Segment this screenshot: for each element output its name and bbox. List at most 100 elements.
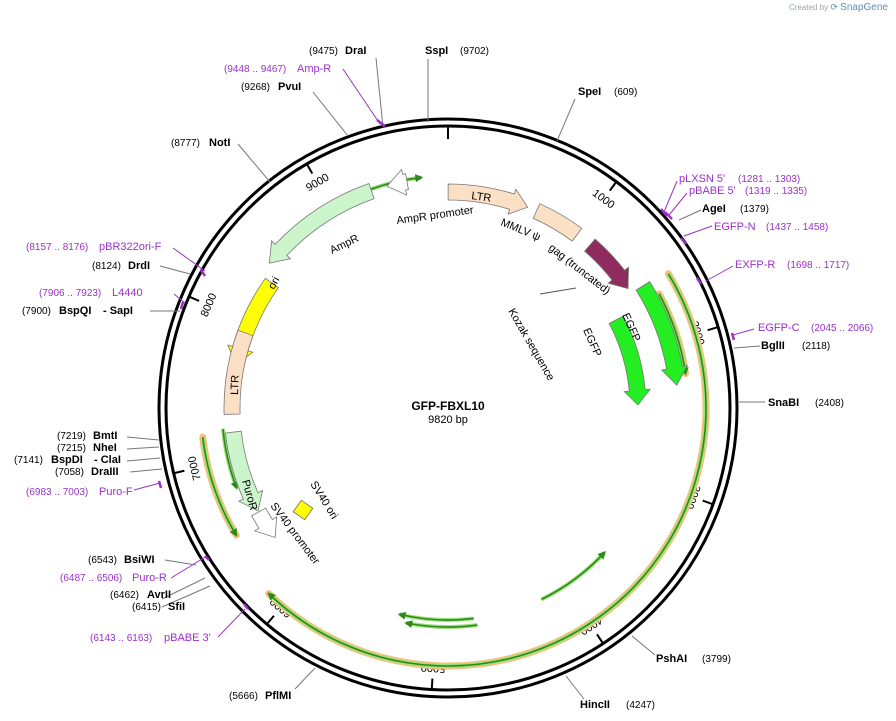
credit-brand: SnapGene — [840, 2, 888, 13]
enzyme-pos-spei: (609) — [614, 87, 637, 98]
feature-label-ltr-2: LTR — [229, 375, 242, 395]
tick-label: 1000 — [590, 187, 617, 211]
feature-label-ampr-promoter: AmpR promoter — [396, 204, 475, 227]
primer-l4440[interactable]: L4440 — [112, 287, 143, 299]
enzyme-drdi[interactable]: DrdI — [128, 260, 150, 272]
enzyme-leaders — [126, 57, 765, 700]
primer-marks — [157, 119, 736, 610]
feature-ltr-2[interactable] — [223, 329, 254, 415]
feature-LTR[interactable] — [447, 183, 529, 215]
feature-ampr-promoter[interactable] — [386, 168, 409, 196]
credit-prefix: Created by — [789, 3, 829, 12]
feature-egfp-2[interactable] — [608, 315, 652, 406]
snapgene-logo-icon: ⟳ — [830, 2, 838, 12]
enzyme-clai[interactable]: - ClaI — [94, 454, 121, 466]
orf-arrow — [404, 620, 478, 629]
primer-pbr322[interactable]: pBR322ori-F — [99, 241, 162, 253]
kozak-leader — [539, 287, 577, 295]
primer-pos-egfp-n: (1437 .. 1458) — [766, 222, 828, 233]
enzyme-pos-pvui: (9268) — [241, 82, 270, 93]
enzyme-pos-bmti: (7219) — [57, 431, 86, 442]
enzyme-bglii[interactable]: BglII — [761, 340, 785, 352]
enzyme-drai[interactable]: DraI — [345, 45, 366, 57]
enzyme-psha[interactable]: PshAI — [656, 653, 687, 665]
enzyme-snabi[interactable]: SnaBI — [768, 397, 799, 409]
enzyme-bmti[interactable]: BmtI — [93, 430, 117, 442]
enzyme-noti[interactable]: NotI — [209, 137, 230, 149]
enzyme-pos-bsiwi: (6543) — [88, 555, 117, 566]
enzyme-pos-sspi: (9702) — [460, 46, 489, 57]
enzyme-pos-hincii: (4247) — [626, 700, 655, 711]
tick-mark — [430, 678, 434, 690]
primer-pbabe5[interactable]: pBABE 5' — [689, 185, 736, 197]
enzyme-pos-bspdi: (7141) — [14, 455, 43, 466]
tick-mark — [707, 326, 719, 332]
orf-arrow — [222, 428, 239, 490]
enzyme-pflmi[interactable]: PflMI — [265, 690, 291, 702]
feature-gag[interactable] — [584, 238, 630, 290]
primer-pos-plxsn5: (1281 .. 1303) — [738, 174, 800, 185]
primer-egfp-c[interactable]: EGFP-C — [758, 322, 800, 334]
enzyme-labels: (9475) DraI SspI (9702) (9268) PvuI SpeI… — [14, 45, 844, 711]
enzyme-pos-drai: (9475) — [309, 46, 338, 57]
enzyme-agei[interactable]: AgeI — [702, 203, 726, 215]
primer-pbabe3[interactable]: pBABE 3' — [164, 632, 211, 644]
feature-egfp-1[interactable] — [635, 281, 688, 386]
feature-label-sv40-ori: SV40 ori — [307, 479, 340, 521]
enzyme-pos-pflmi: (5666) — [229, 691, 258, 702]
primer-pos-egfp-c: (2045 .. 2066) — [811, 323, 873, 334]
enzyme-bsiwi[interactable]: BsiWI — [124, 554, 155, 566]
enzyme-pos-psha: (3799) — [702, 654, 731, 665]
tick-label: 7000 — [186, 455, 203, 482]
primer-ampr-r[interactable]: Amp-R — [297, 63, 331, 75]
enzyme-pvui[interactable]: PvuI — [278, 81, 301, 93]
tick-mark — [188, 295, 200, 302]
feature-group — [223, 168, 688, 539]
feature-label-ampr: AmpR — [328, 232, 361, 256]
orf-arrow-glow — [540, 551, 606, 602]
feature-mmlv[interactable] — [532, 203, 583, 242]
enzyme-draiii[interactable]: DraIII — [91, 466, 119, 478]
primer-pos-puro-f: (6983 .. 7003) — [26, 487, 88, 498]
primer-puro-r[interactable]: Puro-R — [132, 572, 167, 584]
primer-egfp-n[interactable]: EGFP-N — [714, 221, 756, 233]
feature-sv40-promoter[interactable] — [251, 507, 278, 539]
orf-arrow — [397, 611, 474, 621]
tick-label: 9000 — [304, 172, 331, 195]
feature-ampr[interactable] — [268, 183, 375, 264]
enzyme-pos-drdi: (8124) — [92, 261, 121, 272]
primer-exfp-r[interactable]: EXFP-R — [735, 259, 775, 271]
primer-plxsn5[interactable]: pLXSN 5' — [679, 173, 725, 185]
enzyme-sspi[interactable]: SspI — [425, 45, 448, 57]
feature-label-egfp-b: EGFP — [580, 326, 603, 358]
enzyme-sapi[interactable]: - SapI — [103, 305, 133, 317]
enzyme-spei[interactable]: SpeI — [578, 86, 601, 98]
primer-pos-pbr322: (8157 .. 8176) — [26, 242, 88, 253]
enzyme-pos-nhei: (7215) — [57, 443, 86, 454]
tick-mark — [173, 469, 185, 475]
enzyme-nhei[interactable]: NheI — [93, 442, 117, 454]
enzyme-sfii[interactable]: SfiI — [168, 601, 185, 613]
tick-label: 8000 — [199, 292, 220, 319]
tick-mark — [266, 615, 275, 625]
feature-puror[interactable] — [224, 430, 264, 512]
enzyme-pos-sfii: (6415) — [132, 602, 161, 613]
plasmid-length: 9820 bp — [428, 414, 468, 426]
primer-puro-f[interactable]: Puro-F — [99, 486, 133, 498]
enzyme-bspqi[interactable]: BspQI — [59, 305, 91, 317]
backbone-outer — [157, 117, 739, 699]
enzyme-avrii[interactable]: AvrII — [147, 589, 171, 601]
enzyme-pos-snabi: (2408) — [815, 398, 844, 409]
orf-arrow — [201, 437, 238, 537]
enzyme-hincii[interactable]: HincII — [580, 699, 610, 711]
orf-arrow — [541, 551, 606, 601]
enzyme-bspdi[interactable]: BspDI — [51, 454, 83, 466]
primer-pos-ampr-r: (9448 .. 9467) — [224, 64, 286, 75]
primer-leaders — [133, 68, 755, 638]
primer-pos-exfp-r: (1698 .. 1717) — [787, 260, 849, 271]
tick-mark — [609, 181, 618, 192]
tick-mark — [305, 163, 314, 174]
snapgene-credit: Created by ⟳ SnapGene — [789, 2, 888, 13]
